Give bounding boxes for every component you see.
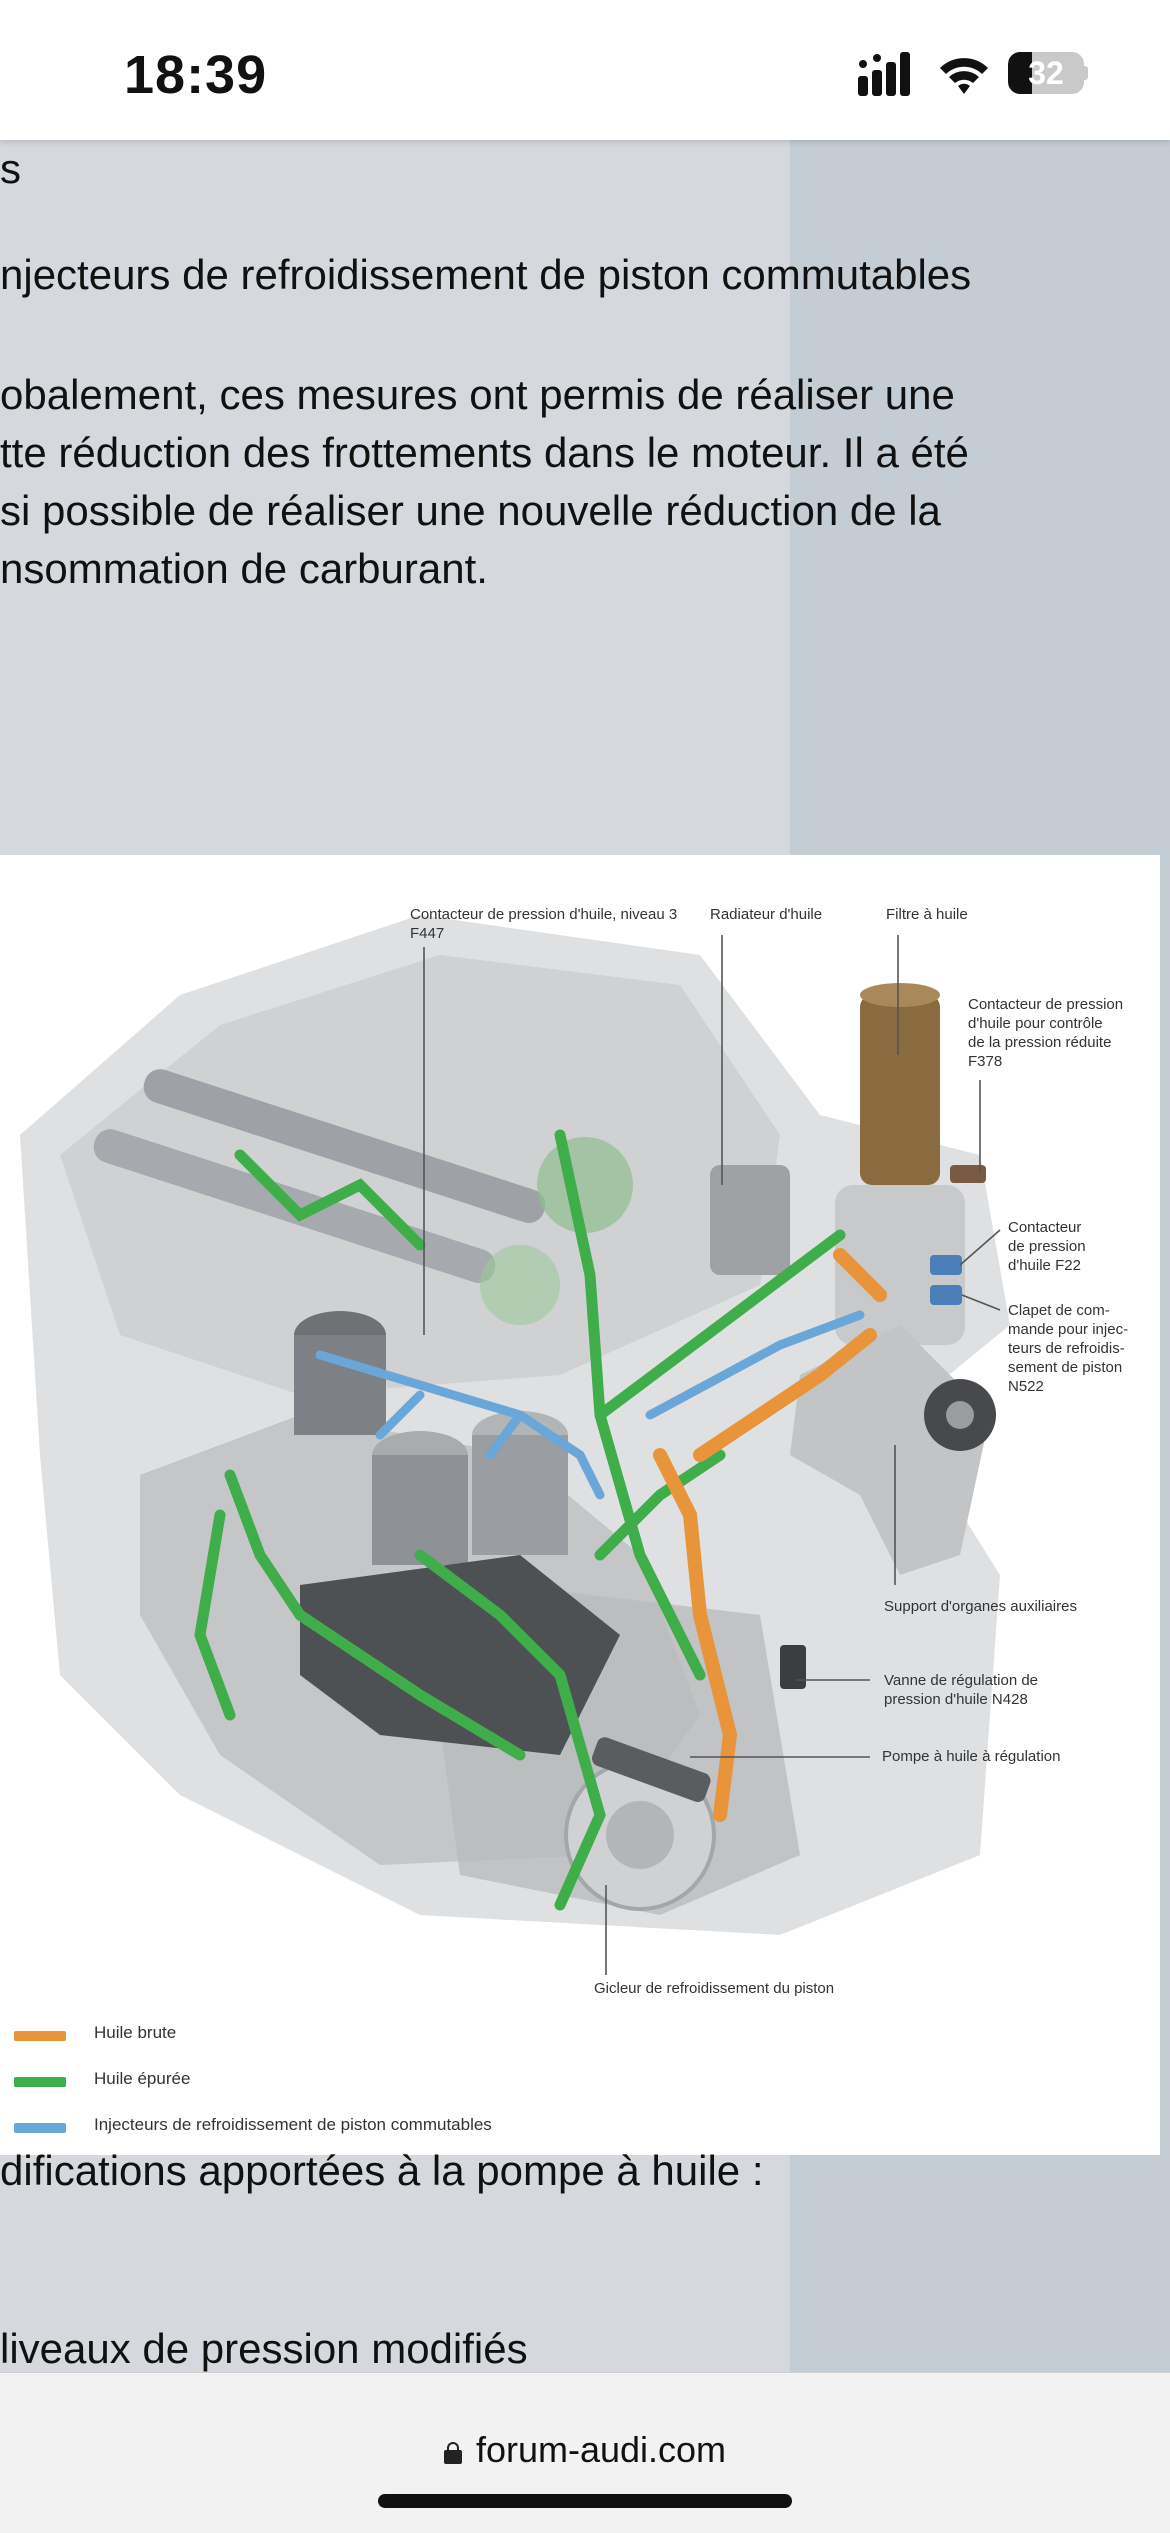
article-text-line: njecteurs de refroidissement de piston c… xyxy=(0,251,972,298)
callout-reduced-pressure-switch: Contacteur de pression d'huile pour cont… xyxy=(968,996,1124,1070)
callout-oil-filter: Filtre à huile xyxy=(886,906,968,923)
browser-url-bar[interactable]: forum-audi.com xyxy=(0,2372,1170,2533)
callout-regulation-valve: Vanne de régulation de pression d'huile … xyxy=(884,1672,1039,1708)
status-bar: 18:39 32 xyxy=(0,0,1170,140)
article-page: s njecteurs de refroidissement de piston… xyxy=(0,140,1170,2372)
wifi-icon xyxy=(940,58,988,94)
legend-swatch xyxy=(14,2123,66,2133)
article-paragraph-line: obalement, ces mesures ont permis de réa… xyxy=(0,371,955,418)
url-domain[interactable]: forum-audi.com xyxy=(475,2429,727,2470)
article-paragraph-line: si possible de réaliser une nouvelle réd… xyxy=(0,487,941,534)
engine-oil-circuit-figure: Contacteur de pression d'huile, niveau 3… xyxy=(0,855,1160,2155)
callout-pressure-switch-f22: Contacteur de pression d'huile F22 xyxy=(1008,1219,1086,1274)
callout-control-valve: Clapet de com- mande pour injec- teurs d… xyxy=(1008,1302,1129,1395)
legend-label: Huile épurée xyxy=(94,2069,191,2088)
article-text-line: liveaux de pression modifiés xyxy=(0,2325,528,2372)
legend-label: Huile brute xyxy=(94,2023,177,2042)
status-time: 18:39 xyxy=(124,45,268,105)
callout-piston-jet: Gicleur de refroidissement du piston xyxy=(594,1980,835,1997)
legend-label: Injecteurs de refroidissement de piston … xyxy=(94,2115,492,2134)
article-text-line: s xyxy=(0,145,21,192)
callout-oil-cooler: Radiateur d'huile xyxy=(710,906,823,923)
article-text-line: difications apportées à la pompe à huile… xyxy=(0,2147,764,2194)
callout-oil-pump: Pompe à huile à régulation xyxy=(882,1748,1061,1765)
battery-icon: 32 xyxy=(1008,52,1088,96)
cellular-signal-icon xyxy=(858,52,910,96)
battery-level: 32 xyxy=(1028,55,1064,91)
article-paragraph-line: tte réduction des frottements dans le mo… xyxy=(0,429,969,476)
status-icons: 32 xyxy=(858,52,1090,102)
address-field[interactable]: forum-audi.com xyxy=(0,2429,1170,2471)
lock-icon xyxy=(443,2442,462,2464)
engine-illustration xyxy=(20,915,1010,1975)
article-paragraph-line: nsommation de carburant. xyxy=(0,545,488,592)
callout-pressure-switch-level3: Contacteur de pression d'huile, niveau 3… xyxy=(410,906,678,942)
legend-swatch xyxy=(14,2077,66,2087)
callout-aux-support: Support d'organes auxiliaires xyxy=(884,1598,1077,1615)
home-indicator[interactable] xyxy=(378,2494,792,2508)
legend-swatch xyxy=(14,2031,66,2041)
